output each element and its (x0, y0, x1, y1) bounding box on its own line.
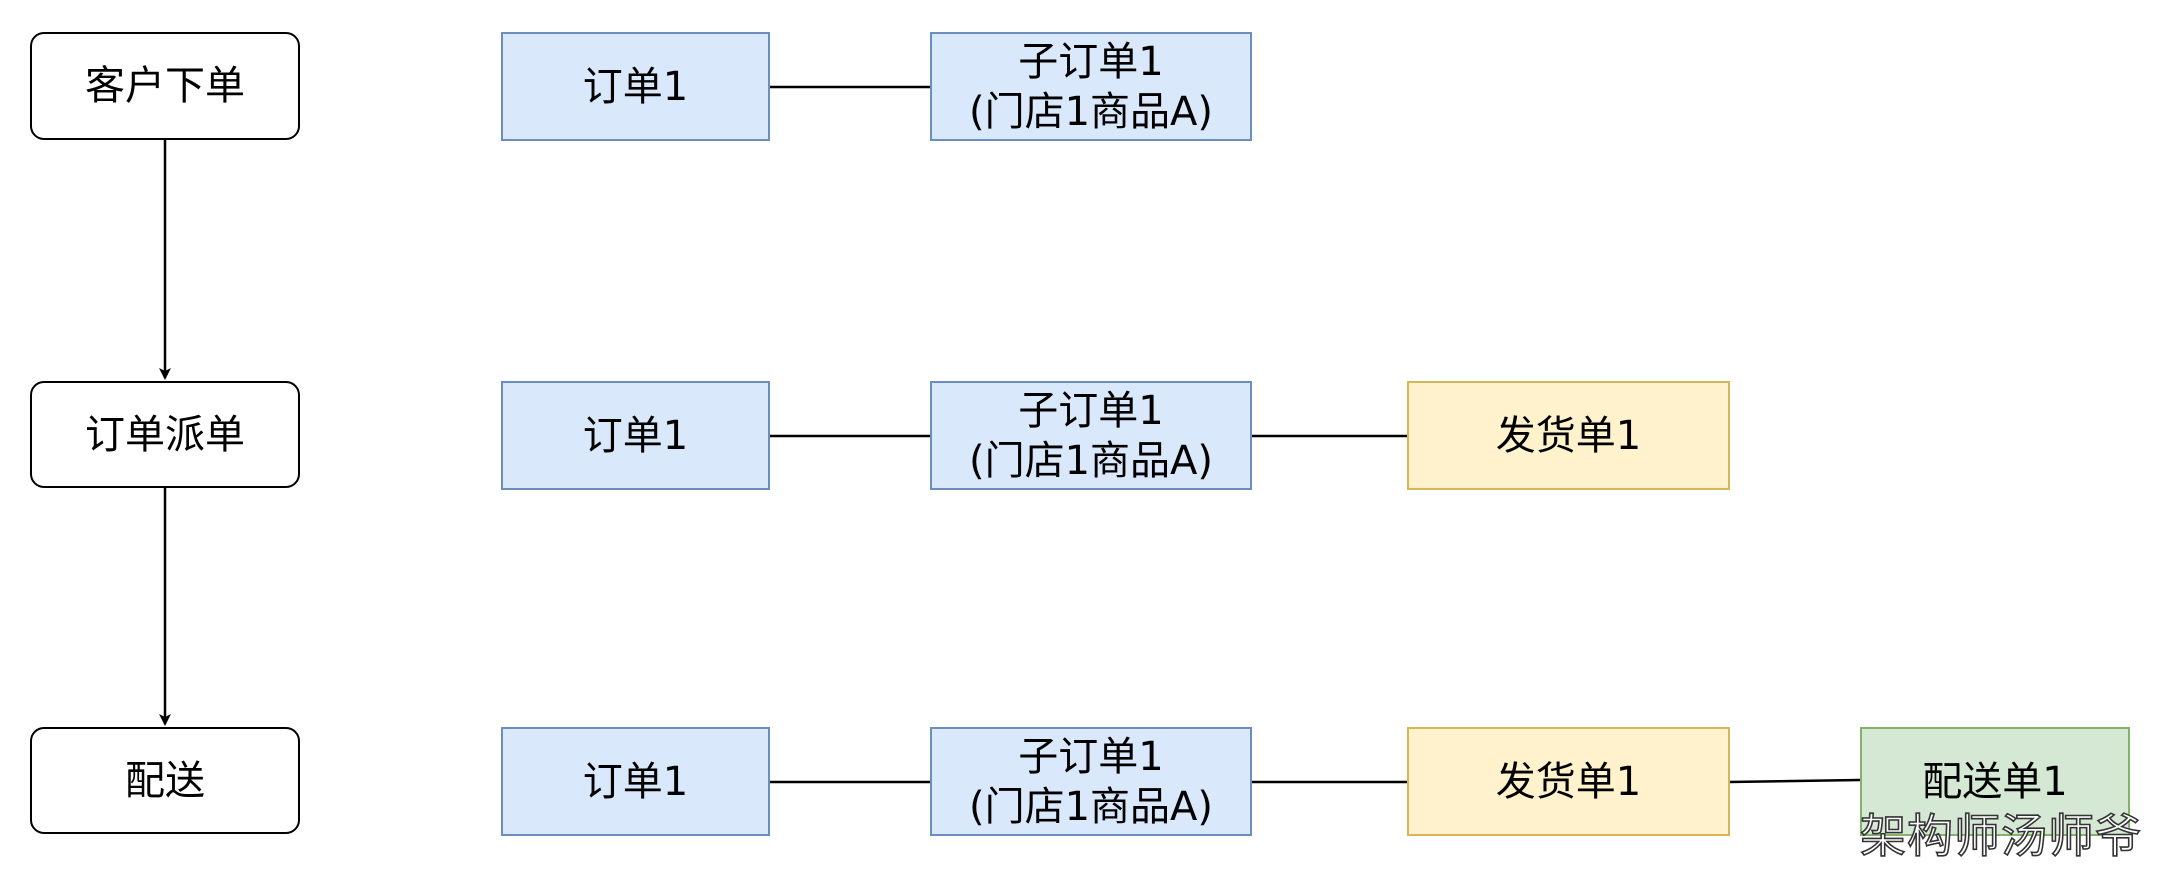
sub-order-line2: (门店1商品A) (968, 88, 1214, 135)
step-label: 配送 (125, 757, 205, 804)
step-label: 客户下单 (85, 63, 245, 109)
delivery-label: 配送单1 (1922, 758, 2068, 805)
order-label: 订单1 (582, 63, 689, 110)
order-label: 订单1 (582, 412, 689, 459)
shipment-label: 发货单1 (1495, 758, 1642, 805)
sub-order-box: 子订单1 (门店1商品A) (930, 381, 1252, 490)
sub-order-line1: 子订单1 (1018, 733, 1164, 780)
shipment-box: 发货单1 (1407, 381, 1730, 490)
shipment-label: 发货单1 (1495, 412, 1642, 459)
sub-order-line2: (门店1商品A) (968, 783, 1214, 830)
sub-order-line1: 子订单1 (1018, 38, 1164, 85)
order-box: 订单1 (501, 381, 770, 490)
sub-order-line1: 子订单1 (1018, 387, 1164, 434)
order-box: 订单1 (501, 32, 770, 141)
step-delivery: 配送 (30, 727, 300, 834)
order-box: 订单1 (501, 727, 770, 836)
delivery-box: 配送单1 (1860, 727, 2130, 836)
step-label: 订单派单 (85, 411, 245, 458)
sub-order-line2: (门店1商品A) (968, 437, 1214, 484)
watermark: 架构师汤师爷 (1859, 808, 2142, 864)
sub-order-box: 子订单1 (门店1商品A) (930, 727, 1252, 836)
connector-ship-deliv-3 (1729, 778, 1861, 784)
sub-order-box: 子订单1 (门店1商品A) (930, 32, 1252, 141)
shipment-box: 发货单1 (1407, 727, 1730, 836)
step-customer-order: 客户下单 (30, 32, 300, 140)
order-label: 订单1 (582, 758, 689, 805)
step-order-dispatch: 订单派单 (30, 381, 300, 488)
